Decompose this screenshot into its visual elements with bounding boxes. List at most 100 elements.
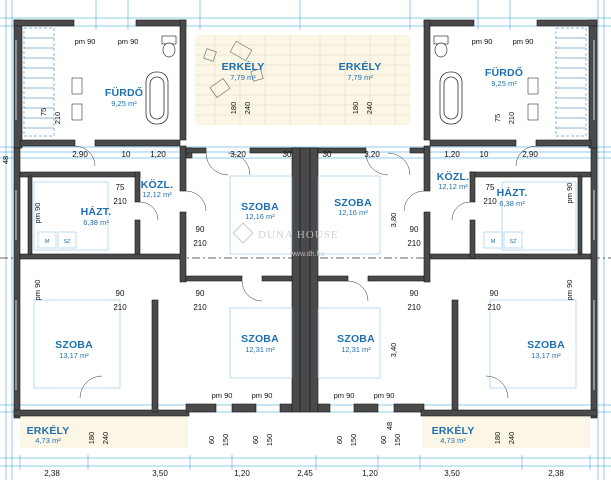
washer-label: M: [491, 239, 496, 245]
door-height-label: 210: [487, 303, 501, 312]
door-width-label: 90: [490, 289, 499, 298]
room-area: 12,12 m²: [438, 182, 468, 191]
door-height-label: 240: [243, 102, 252, 115]
windows: [15, 40, 595, 390]
pm-label: pm 90: [118, 37, 139, 46]
bathtub-left-icon: [145, 71, 169, 125]
dimension-label: 2,90: [522, 150, 538, 159]
room-area: 12,31 m²: [245, 345, 275, 354]
door-height-label: 210: [193, 303, 207, 312]
room-area: 9,25 m²: [111, 99, 137, 108]
room-inner-outlines: [33, 175, 577, 389]
washer-label: M: [45, 239, 50, 245]
dimension-label: 1,20: [150, 150, 166, 159]
dimension-label: 1,20: [234, 469, 250, 478]
door-height-label: 240: [507, 432, 516, 445]
room-area: 12,31 m²: [341, 345, 371, 354]
balcony-top-zone: [195, 35, 410, 125]
room-name: ERKÉLY: [27, 424, 70, 437]
room-area: 6,38 m²: [499, 199, 525, 208]
offset-label: 48: [1, 156, 10, 164]
pm-label: pm 90: [565, 183, 574, 204]
dimension-chain-bottom: 2,38 3,50 1,20 2,45 1,20 3,50 2,38: [44, 469, 564, 478]
pm-labels-top: pm 90 pm 90 pm 90 pm 90: [75, 37, 534, 46]
dimension-label: 3,50: [444, 469, 460, 478]
room-name: KÖZL.: [437, 170, 470, 183]
room-area: 12,16 m²: [338, 208, 368, 217]
door-width-label: 90: [410, 289, 419, 298]
door-height-label: 210: [53, 112, 62, 125]
balcony-bottom-right-zone: [422, 416, 590, 448]
door-width-label: 75: [39, 108, 48, 116]
height-dimension: 3,80: [389, 213, 398, 228]
room-area: 4,73 m²: [440, 436, 466, 445]
dryer-label: SZ: [63, 239, 71, 245]
pm-label: pm 90: [212, 391, 233, 400]
dryer-label: SZ: [509, 239, 517, 245]
room-hall-right: KÖZL. 12,12 m²: [437, 170, 470, 191]
sink-left-icon: [71, 77, 83, 121]
door-width-label: 180: [229, 102, 238, 115]
window-height-label: 150: [393, 434, 402, 447]
door-width-label: 90: [196, 289, 205, 298]
door-width-label: 180: [87, 432, 96, 445]
door-height-label: 210: [407, 303, 421, 312]
room-name: SZOBA: [334, 197, 372, 209]
room-name: KÖZL.: [141, 178, 174, 191]
room-balcony-bottom-left: ERKÉLY 4,73 m²: [27, 424, 70, 445]
room-name: ERKÉLY: [339, 60, 382, 73]
toilet-left-icon: [161, 35, 177, 58]
room-bedroom-mid-right: SZOBA 12,16 m²: [334, 197, 372, 217]
stairs-left-icon: [23, 27, 55, 137]
door-width-label: 180: [351, 102, 360, 115]
door-height-label: 210: [407, 239, 421, 248]
room-utility-right: HÁZT. 6,38 m² M SZ: [491, 186, 528, 245]
door-width-label: 90: [116, 289, 125, 298]
room-area: 13,17 m²: [531, 351, 561, 360]
door-height-label: 210: [193, 239, 207, 248]
dimension-label: 2,90: [72, 150, 88, 159]
pm-label: pm 90: [33, 203, 42, 224]
room-area: 13,17 m²: [59, 351, 89, 360]
room-bedroom-low-center-right: SZOBA 12,31 m²: [337, 333, 375, 354]
room-name: SZOBA: [55, 339, 93, 351]
window-width-label: 60: [251, 436, 260, 444]
room-bath-left: FÜRDŐ 9,25 m²: [105, 86, 143, 108]
room-name: HÁZT.: [497, 186, 528, 199]
door-width-label: 75: [493, 114, 502, 122]
toilet-right-icon: [433, 35, 449, 58]
watermark: DUNA HOUSE www.dh.hu: [232, 222, 339, 258]
pm-label: pm 90: [565, 280, 574, 301]
door-width-label: 75: [486, 183, 495, 192]
sink-right-icon: [527, 77, 539, 121]
door-swings: [74, 145, 537, 399]
room-area: 7,79 m²: [347, 73, 373, 82]
room-area: 12,16 m²: [245, 212, 275, 221]
room-bedroom-mid-left: SZOBA 12,16 m²: [241, 201, 279, 221]
offset-label: 48: [385, 422, 394, 430]
pm-label: pm 90: [75, 37, 96, 46]
door-width-label: 75: [116, 183, 125, 192]
watermark-logo-icon: [232, 222, 254, 244]
room-area: 6,38 m²: [83, 218, 109, 227]
door-width-label: 90: [196, 225, 205, 234]
room-balcony-top-left: ERKÉLY 7,79 m²: [222, 60, 265, 82]
door-height-label: 210: [507, 112, 516, 125]
watermark-url: www.dh.hu: [289, 251, 324, 258]
pm-labels-bottom: pm 90 pm 90 pm 90 pm 90: [212, 391, 395, 400]
room-balcony-bottom-right: ERKÉLY 4,73 m²: [432, 424, 475, 445]
watermark-brand: DUNA HOUSE: [258, 229, 339, 241]
pm-label: pm 90: [33, 280, 42, 301]
dimension-label: 1,20: [362, 469, 378, 478]
pm-label: pm 90: [513, 37, 534, 46]
room-area: 9,25 m²: [491, 79, 517, 88]
door-height-label: 210: [113, 303, 127, 312]
room-name: HÁZT.: [81, 205, 112, 218]
room-name: ERKÉLY: [222, 60, 265, 73]
room-name: FÜRDŐ: [485, 66, 523, 79]
dimension-label: 30: [323, 150, 332, 159]
pm-label: pm 90: [374, 391, 395, 400]
dimension-label: 30: [283, 150, 292, 159]
room-area: 4,73 m²: [35, 436, 61, 445]
